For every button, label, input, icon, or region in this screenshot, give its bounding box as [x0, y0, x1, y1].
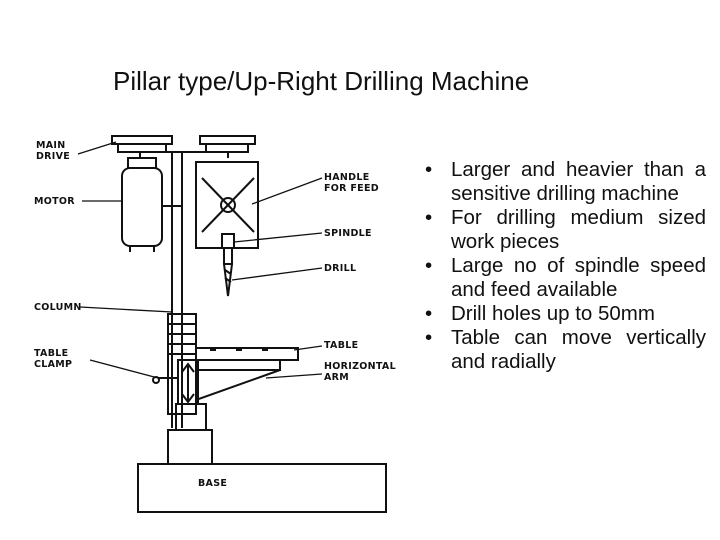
label-handle-for-feed: HANDLE FOR FEED: [324, 172, 379, 194]
leader-lines: [77, 141, 323, 379]
base-assembly: [137, 403, 387, 513]
list-item: Larger and heavier than a sensitive dril…: [422, 158, 706, 206]
list-item: Table can move vertically and radially: [422, 326, 706, 374]
list-item: Drill holes up to 50mm: [422, 302, 706, 326]
label-drill: DRILL: [324, 263, 357, 274]
list-item: For drilling medium sized work pieces: [422, 206, 706, 254]
list-item: Large no of spindle speed and feed avail…: [422, 254, 706, 302]
main-drive-pulleys: [111, 135, 256, 158]
table-assembly: [152, 347, 299, 405]
slide-title: Pillar type/Up-Right Drilling Machine: [113, 66, 530, 96]
label-base: BASE: [198, 478, 228, 489]
label-motor: MOTOR: [34, 196, 75, 207]
column: [167, 152, 197, 428]
label-column: COLUMN: [34, 302, 82, 313]
label-main-drive: MAIN DRIVE: [36, 140, 71, 162]
feature-list: Larger and heavier than a sensitive dril…: [422, 158, 706, 374]
label-horizontal-arm: HORIZONTAL ARM: [324, 361, 396, 383]
label-table-clamp: TABLE CLAMP: [34, 348, 73, 370]
machine-drawing: [77, 135, 387, 513]
drill-head: [195, 161, 259, 297]
label-table: TABLE: [324, 340, 359, 351]
drilling-machine-diagram: MAIN DRIVE MOTOR HANDLE FOR FEED SPINDLE…: [30, 128, 415, 528]
label-spindle: SPINDLE: [324, 228, 372, 239]
